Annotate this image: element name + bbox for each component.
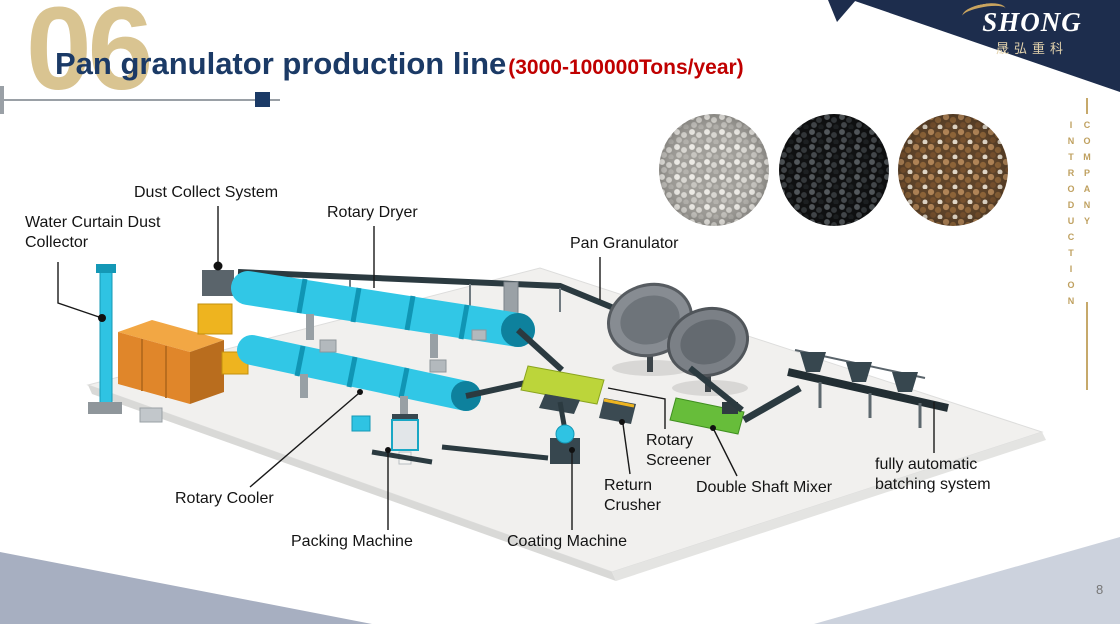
storage-bins-graphic xyxy=(118,320,224,404)
dust-collect-system-graphic xyxy=(202,270,234,296)
header-underline xyxy=(0,99,280,101)
sidebar-vertical-text-introduction: INTRODUCTION xyxy=(1066,120,1076,312)
label-return-crusher: Return Crusher xyxy=(604,477,661,514)
return-crusher-graphic xyxy=(599,398,636,424)
leader-lines xyxy=(57,206,935,530)
section-number: 06 xyxy=(26,0,153,115)
leader-dots xyxy=(98,261,716,453)
brand-name: SHONG xyxy=(982,7,1082,37)
label-rotary-dryer: Rotary Dryer xyxy=(327,204,418,221)
product-sample-brown-granules xyxy=(898,114,1008,226)
packing-machine-graphic xyxy=(351,414,433,465)
rotary-cooler-graphic xyxy=(237,335,481,418)
label-rotary-screener: Rotary Screener xyxy=(646,432,711,469)
right-conveyors-graphic xyxy=(688,365,949,428)
label-rotary-cooler: Rotary Cooler xyxy=(175,490,274,507)
label-packing-machine: Packing Machine xyxy=(291,533,413,550)
page-title: Pan granulator production line xyxy=(55,46,507,81)
label-pan-granulator: Pan Granulator xyxy=(570,235,679,252)
label-water-curtain-dust-collector: Water Curtain Dust Collector xyxy=(25,214,161,251)
water-curtain-dust-collector-graphic xyxy=(88,264,122,414)
brand-name-chinese: 晟弘重科 xyxy=(995,41,1068,57)
coating-machine-graphic xyxy=(441,401,580,464)
product-sample-black-granules xyxy=(779,114,889,226)
batching-system-graphic xyxy=(794,349,926,392)
page-subtitle: (3000-100000Tons/year) xyxy=(508,56,744,79)
sidebar-top-tick xyxy=(1086,98,1088,114)
label-double-shaft-mixer: Double Shaft Mixer xyxy=(696,479,833,496)
label-batching-system: fully automatic batching system xyxy=(875,456,991,493)
title-row: Pan granulator production line (3000-100… xyxy=(55,46,744,82)
transfer-conveyors-graphic xyxy=(465,327,565,399)
sidebar-gold-line xyxy=(1086,302,1088,390)
page-number: 8 xyxy=(1096,582,1104,597)
label-coating-machine: Coating Machine xyxy=(507,533,628,550)
header-accent-square xyxy=(255,92,270,107)
brand-logo: SHONG 晟弘重科 xyxy=(952,0,1112,57)
product-sample-gray-granules xyxy=(659,114,769,226)
corner-decorations xyxy=(0,537,1120,624)
label-dust-collect-system: Dust Collect System xyxy=(134,184,279,201)
corner-banner xyxy=(828,0,1120,92)
pan-granulator-graphic xyxy=(606,282,750,396)
control-cabinets-graphic xyxy=(139,329,487,423)
sidebar-vertical-text-company: COMPANY xyxy=(1082,120,1092,232)
